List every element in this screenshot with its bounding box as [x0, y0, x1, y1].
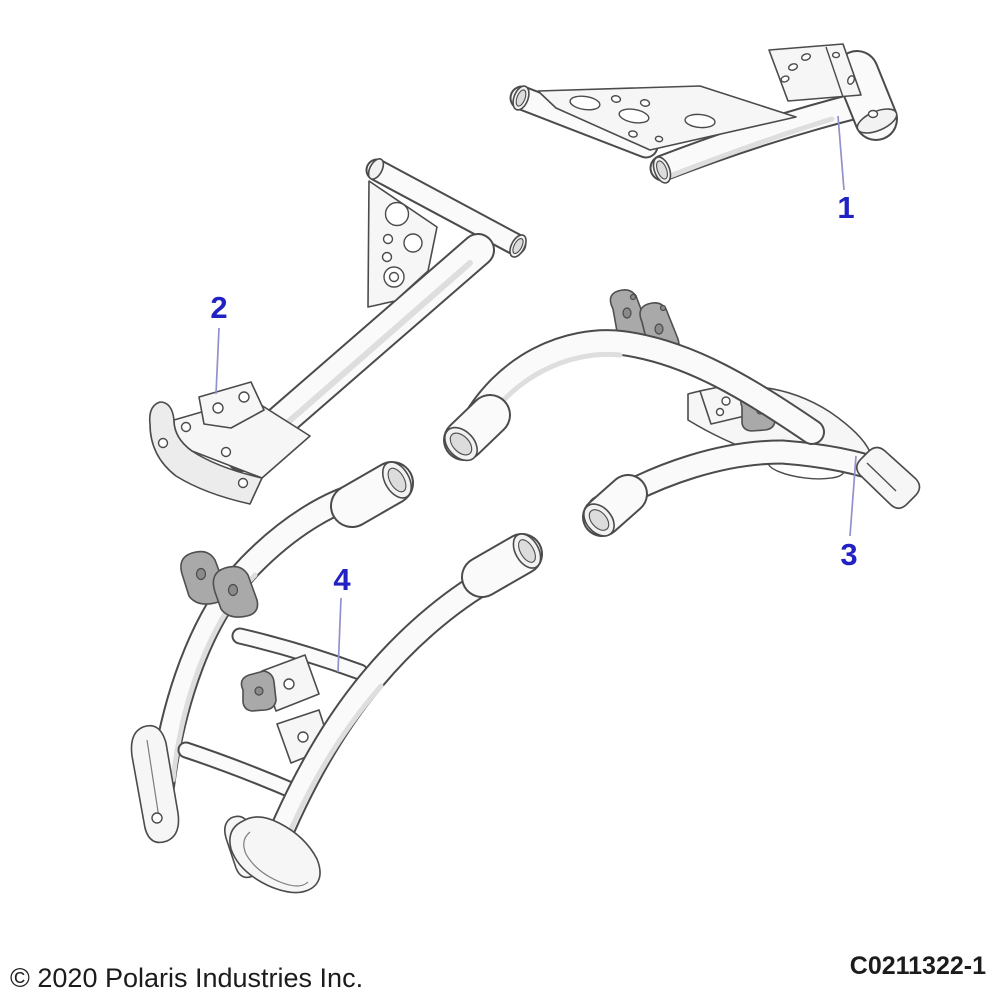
callout-2-leader-line	[215, 327, 220, 395]
callout-4-leader-line	[337, 597, 342, 673]
callout-4: 4	[333, 562, 351, 673]
part-2-lower-control-arm	[148, 158, 527, 505]
part-4-mid-brackets	[240, 654, 332, 764]
callout-1: 1	[837, 115, 855, 225]
part-4-front-arch-tube	[259, 560, 513, 867]
part-1-tube-open-end	[652, 156, 672, 184]
part-1-pivot-bushing	[835, 50, 898, 141]
part-2-pivot-tube	[365, 158, 527, 258]
part-2-gusset-plate	[367, 180, 438, 308]
drawing-number: C0211322-1	[849, 952, 986, 980]
callout-2: 2	[210, 290, 228, 395]
part-4-rear-control-arm-left	[130, 461, 543, 894]
part-1-main-tube	[649, 92, 870, 182]
part-1-gusset-plate	[537, 85, 797, 151]
callout-3: 3	[840, 455, 858, 572]
part-4-shock-mount-tabs	[180, 550, 259, 618]
callout-4-label: 4	[333, 562, 351, 597]
part-3-pivot-bushings	[443, 394, 648, 537]
copyright-text: © 2020 Polaris Industries Inc.	[10, 963, 364, 993]
callout-3-label: 3	[840, 537, 857, 572]
part-4-feet	[130, 724, 321, 894]
callout-1-label: 1	[837, 190, 854, 225]
part-4-pivot-bushings	[330, 461, 543, 598]
part-3-rear-control-arm-right	[443, 289, 921, 537]
callout-3-leader-line	[849, 455, 857, 537]
callout-1-leader-line	[837, 115, 845, 191]
part-4-cross-tubes	[177, 627, 369, 802]
part-1-upper-control-arm	[509, 43, 898, 184]
part-3-end-plate	[855, 446, 921, 510]
callout-2-label: 2	[210, 290, 227, 325]
part-1-mount-bracket	[768, 43, 862, 102]
